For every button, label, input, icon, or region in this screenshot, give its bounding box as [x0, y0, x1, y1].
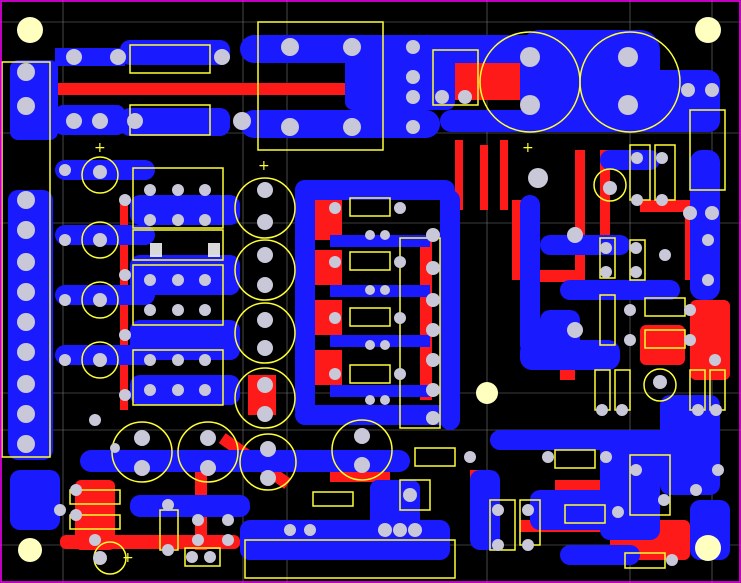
bottom-copper-layer	[8, 30, 730, 565]
polarity-plus-1: +	[258, 158, 270, 174]
mounting-hole-top-right	[695, 17, 721, 43]
electrolytic-capacitor-5	[239, 433, 297, 491]
small-capacitor-7	[643, 368, 677, 402]
polarity-plus-3: +	[522, 140, 534, 156]
electrolytic-capacitor-4	[234, 367, 296, 429]
mounting-holes	[17, 17, 721, 562]
mounting-hole-center	[476, 382, 498, 404]
polarity-markers: + + + +	[94, 140, 534, 566]
polarity-plus-4: +	[122, 550, 134, 566]
electrolytic-capacitor-7	[177, 421, 239, 483]
silkscreen-layer	[1, 21, 726, 579]
component-bodies	[150, 243, 220, 257]
polarity-plus-2: +	[94, 140, 106, 156]
electrolytic-capacitor-8	[331, 419, 393, 481]
pads-layer	[17, 38, 724, 566]
small-capacitor-3	[81, 281, 119, 319]
mounting-hole-bottom-right	[695, 535, 721, 561]
electrolytic-capacitor-3	[234, 302, 296, 364]
small-capacitor-4	[81, 341, 119, 379]
small-capacitor-1	[81, 156, 119, 194]
mounting-hole-bottom-left	[18, 538, 42, 562]
small-capacitor-2	[81, 221, 119, 259]
mounting-hole-top-left	[17, 17, 43, 43]
electrolytic-capacitor-1	[234, 177, 296, 239]
left-connector-outline	[1, 61, 51, 458]
electrolytic-capacitor-2	[234, 239, 296, 301]
small-capacitor-6	[593, 168, 627, 202]
